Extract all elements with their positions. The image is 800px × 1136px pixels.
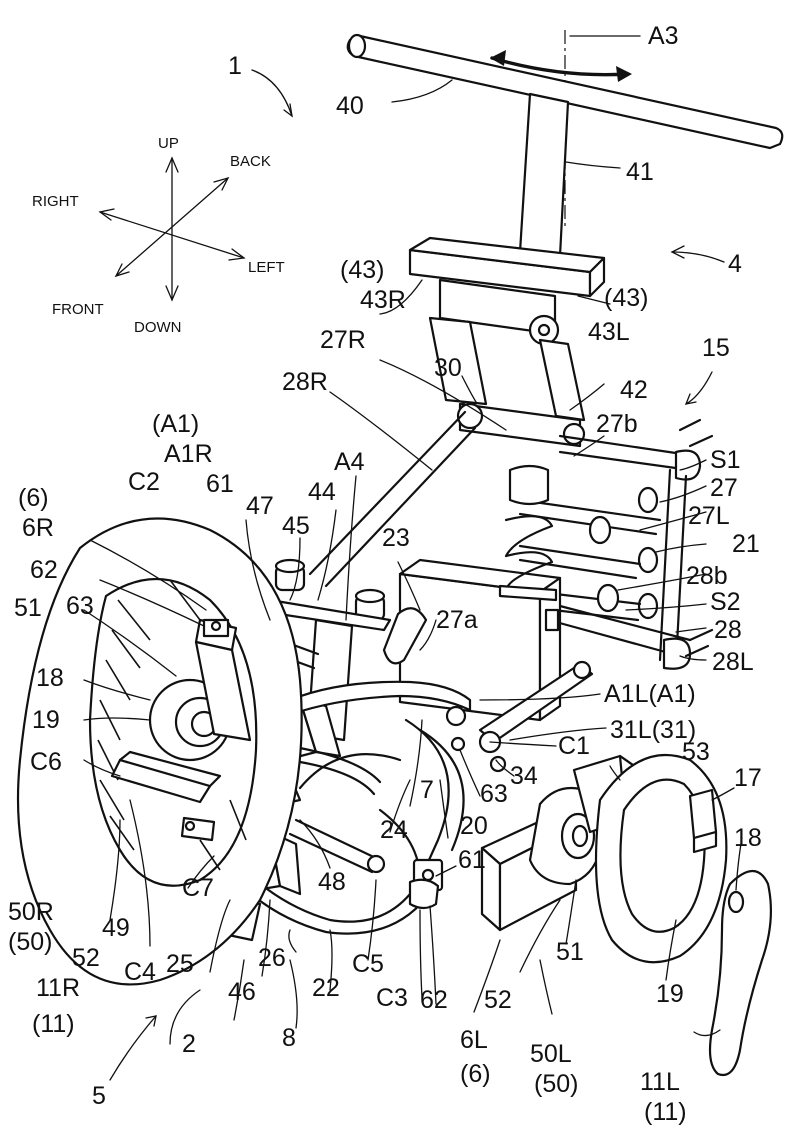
ref-label: 27a	[436, 606, 478, 634]
ref-label: 27L	[688, 502, 730, 530]
ref-label: (11)	[32, 1010, 75, 1038]
ref-label: 63	[66, 592, 94, 620]
ref-label: (50)	[534, 1070, 578, 1098]
ref-label: 18	[36, 664, 64, 692]
left-wheel-exploded	[480, 753, 772, 1077]
ref-label: 27R	[320, 326, 366, 354]
ref-label: C3	[376, 984, 408, 1012]
ref-label: (6)	[460, 1060, 491, 1088]
ref-label: 42	[620, 376, 648, 404]
ref-label: A4	[334, 448, 365, 476]
ref-label: 62	[30, 556, 58, 584]
ref-label: (6)	[18, 484, 49, 512]
ref-label: 31L(31)	[610, 716, 696, 744]
ref-label: 34	[510, 762, 538, 790]
ref-label: 46	[228, 978, 256, 1006]
ref-label: 30	[434, 354, 462, 382]
ref-label: 28	[714, 616, 742, 644]
ref-label: 15	[702, 334, 730, 362]
ref-label: 1	[228, 52, 242, 80]
direction-front-label: FRONT	[52, 301, 104, 318]
ref-label: 50R	[8, 898, 54, 926]
ref-label: (11)	[644, 1098, 687, 1126]
ref-label: 27	[710, 474, 738, 502]
ref-label: 61	[206, 470, 234, 498]
ref-label: 51	[14, 594, 42, 622]
direction-back-label: BACK	[230, 153, 271, 170]
ref-label: 5	[92, 1082, 106, 1110]
ref-label: C4	[124, 958, 156, 986]
ref-label: 6L	[460, 1026, 488, 1054]
ref-label: 21	[732, 530, 760, 558]
ref-label: S2	[710, 588, 741, 616]
ref-label: 47	[246, 492, 274, 520]
ref-label: A1L(A1)	[604, 680, 696, 708]
ref-label: (A1)	[152, 410, 199, 438]
ref-label: 20	[460, 812, 488, 840]
ref-label: 41	[626, 158, 654, 186]
ref-label: 45	[282, 512, 310, 540]
ref-label: 51	[556, 938, 584, 966]
direction-left-label: LEFT	[248, 259, 285, 276]
ref-label: 11L	[640, 1068, 680, 1096]
direction-right-label: RIGHT	[32, 193, 79, 210]
ref-label: 26	[258, 944, 286, 972]
ref-label: 43L	[588, 318, 630, 346]
ref-label: C1	[558, 732, 590, 760]
right-wheel-assembly	[16, 517, 303, 986]
ref-label: 4	[728, 250, 742, 278]
direction-compass	[98, 156, 246, 302]
ref-label: S1	[710, 446, 741, 474]
ref-label: 28b	[686, 562, 728, 590]
ref-label: A1R	[164, 440, 213, 468]
ref-label: 22	[312, 974, 340, 1002]
ref-label: (50)	[8, 928, 52, 956]
leader-lines	[83, 69, 743, 1081]
reference-labels: 1 40 A3 41 4 (43) 43R (43) 43L 27R 15 30…	[8, 22, 762, 1126]
ref-label: 48	[318, 868, 346, 896]
ref-label: 43R	[360, 286, 406, 314]
ref-label: 19	[32, 706, 60, 734]
ref-label: 53	[682, 738, 710, 766]
ref-label: 49	[102, 914, 130, 942]
ref-label: C7	[182, 874, 214, 902]
ref-label: 62	[420, 986, 448, 1014]
ref-label: 28R	[282, 368, 328, 396]
ref-label: 7	[420, 776, 434, 804]
ref-label: 2	[182, 1030, 196, 1058]
ref-label: 25	[166, 950, 194, 978]
ref-label: 28L	[712, 648, 754, 676]
ref-label: 63	[480, 780, 508, 808]
ref-label: 24	[380, 816, 408, 844]
direction-down-label: DOWN	[134, 319, 182, 336]
direction-up-label: UP	[158, 135, 179, 152]
ref-label: 61	[458, 846, 486, 874]
ref-label: C5	[352, 950, 384, 978]
handlebar-assembly	[346, 30, 784, 422]
ref-label: 6R	[22, 514, 54, 542]
ref-label: A3	[648, 22, 679, 50]
ref-label: 11R	[36, 974, 80, 1002]
ref-label: 17	[734, 764, 762, 792]
ref-label: (43)	[340, 256, 384, 284]
ref-label: 50L	[530, 1040, 572, 1068]
ref-label: 8	[282, 1024, 296, 1052]
ref-label: C6	[30, 748, 62, 776]
ref-label: C2	[128, 468, 160, 496]
ref-label: 23	[382, 524, 410, 552]
ref-label: 40	[336, 92, 364, 120]
ref-label: 44	[308, 478, 336, 506]
ref-label: 18	[734, 824, 762, 852]
ref-label: 52	[72, 944, 100, 972]
ref-label: 19	[656, 980, 684, 1008]
ref-label: 52	[484, 986, 512, 1014]
ref-label: 27b	[596, 410, 638, 438]
ref-label: (43)	[604, 284, 648, 312]
